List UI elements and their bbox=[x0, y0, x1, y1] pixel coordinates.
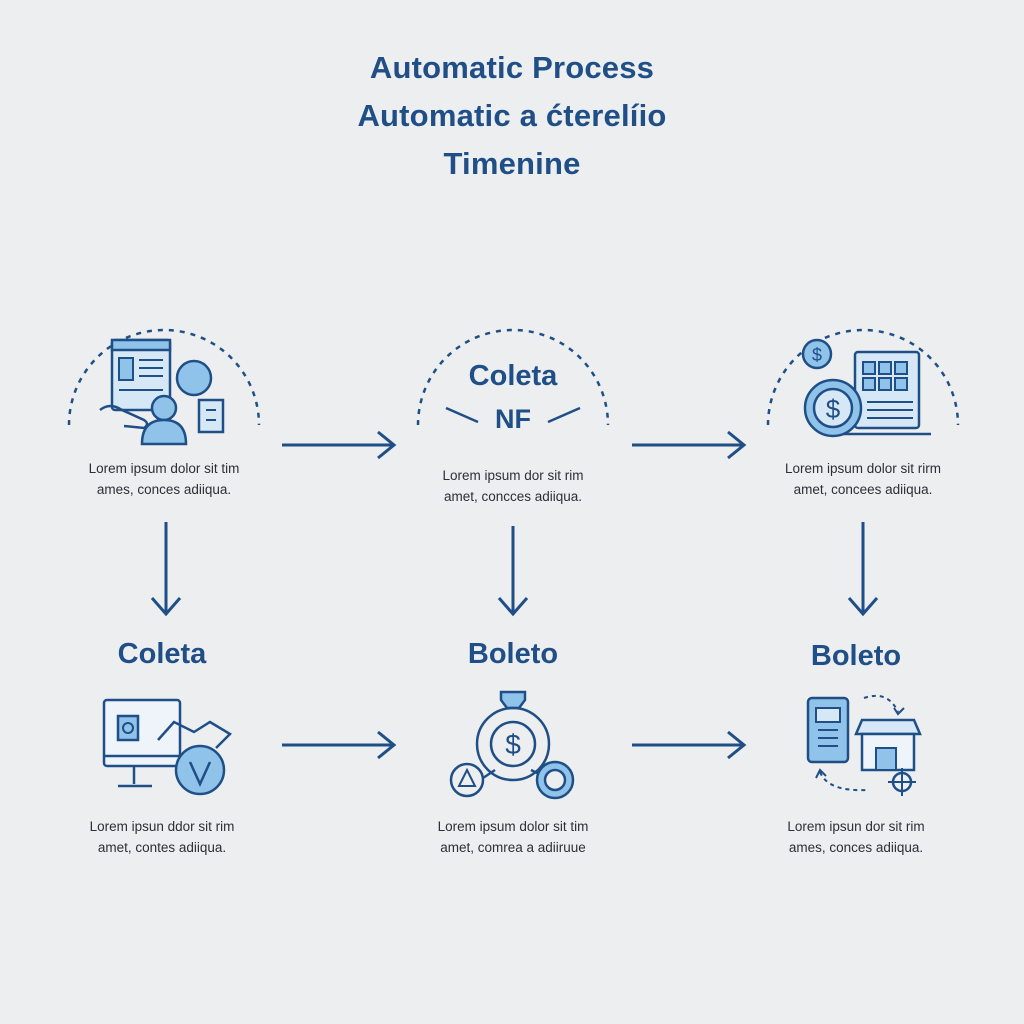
step-5-node: Boleto $ Lorem ipsum dolor sit tim amet,… bbox=[393, 638, 633, 878]
step-2-node: Coleta NF Lorem ipsum dor sit rim amet, … bbox=[393, 310, 633, 510]
arrow-right-bottom-2 bbox=[632, 730, 747, 760]
step-2-caption-line-1: Lorem ipsum dor sit rim bbox=[442, 468, 584, 483]
step-2-caption: Lorem ipsum dor sit rim amet, concces ad… bbox=[393, 465, 633, 507]
step-5-caption: Lorem ipsum dolor sit tim amet, comrea a… bbox=[393, 816, 633, 858]
document-user-icon bbox=[67, 328, 261, 446]
arrow-right-top-1 bbox=[282, 430, 397, 460]
step-1-node: Lorem ipsum dolor sit tim ames, conces a… bbox=[44, 310, 284, 510]
step-3-node: $ $ Lorem ipsum dolor sit rirm amet, con… bbox=[743, 310, 983, 510]
arrow-down-1 bbox=[150, 522, 182, 617]
step-5-caption-line-1: Lorem ipsum dolor sit tim bbox=[437, 819, 589, 834]
svg-text:$: $ bbox=[826, 394, 841, 424]
svg-text:$: $ bbox=[812, 345, 822, 365]
step-3-caption: Lorem ipsum dolor sit rirm amet, concees… bbox=[743, 458, 983, 500]
nf-label: NF bbox=[495, 404, 531, 434]
step-6-caption-line-1: Lorem ipsun dor sit rim bbox=[787, 819, 925, 834]
step-6-node: Boleto Lorem ipsun dor sit rim ames, con… bbox=[736, 638, 976, 878]
monitor-check-icon bbox=[102, 698, 233, 796]
arrow-down-3 bbox=[847, 522, 879, 617]
title-block: Automatic Process Automatic a ćterelíio … bbox=[0, 44, 1024, 188]
step-4-caption-line-2: amet, contes adiiqua. bbox=[97, 840, 227, 855]
title-line-3: Timenine bbox=[443, 146, 581, 181]
step-4-heading: Coleta bbox=[117, 638, 207, 670]
svg-text:$: $ bbox=[505, 729, 521, 760]
arrow-right-top-2 bbox=[632, 430, 747, 460]
arrow-right-bottom-1 bbox=[282, 730, 397, 760]
phone-store-icon bbox=[806, 694, 922, 796]
step-4-caption-line-1: Lorem ipsun ddor sit rim bbox=[89, 819, 235, 834]
arrow-down-2 bbox=[497, 526, 529, 617]
step-5-caption-line-2: amet, comrea a adiiruue bbox=[440, 840, 586, 855]
step-1-caption: Lorem ipsum dolor sit tim ames, conces a… bbox=[44, 458, 284, 500]
step-1-caption-line-1: Lorem ipsum dolor sit tim bbox=[88, 461, 240, 476]
title-line-2: Automatic a ćterelíio bbox=[357, 98, 667, 133]
dollar-network-icon: $ bbox=[449, 690, 575, 800]
step-3-caption-line-2: amet, concees adiiqua. bbox=[793, 482, 933, 497]
step-1-caption-line-2: ames, conces adiiqua. bbox=[96, 482, 232, 497]
step-6-caption: Lorem ipsun dor sit rim ames, conces adi… bbox=[736, 816, 976, 858]
coleta-nf-badge bbox=[416, 328, 610, 426]
step-3-caption-line-1: Lorem ipsum dolor sit rirm bbox=[784, 461, 942, 476]
step-2-caption-line-2: amet, concces adiiqua. bbox=[443, 489, 583, 504]
step-4-caption: Lorem ipsun ddor sit rim amet, contes ad… bbox=[42, 816, 282, 858]
step-4-node: Coleta Lorem ipsun ddor sit rim amet, co… bbox=[42, 638, 282, 878]
step-6-heading: Boleto bbox=[810, 640, 902, 672]
step-6-caption-line-2: ames, conces adiiqua. bbox=[788, 840, 924, 855]
step-5-heading: Boleto bbox=[467, 638, 559, 670]
coleta-label: Coleta bbox=[468, 360, 558, 392]
title-line-1: Automatic Process bbox=[369, 50, 655, 85]
payment-invoice-icon: $ $ bbox=[766, 328, 960, 438]
